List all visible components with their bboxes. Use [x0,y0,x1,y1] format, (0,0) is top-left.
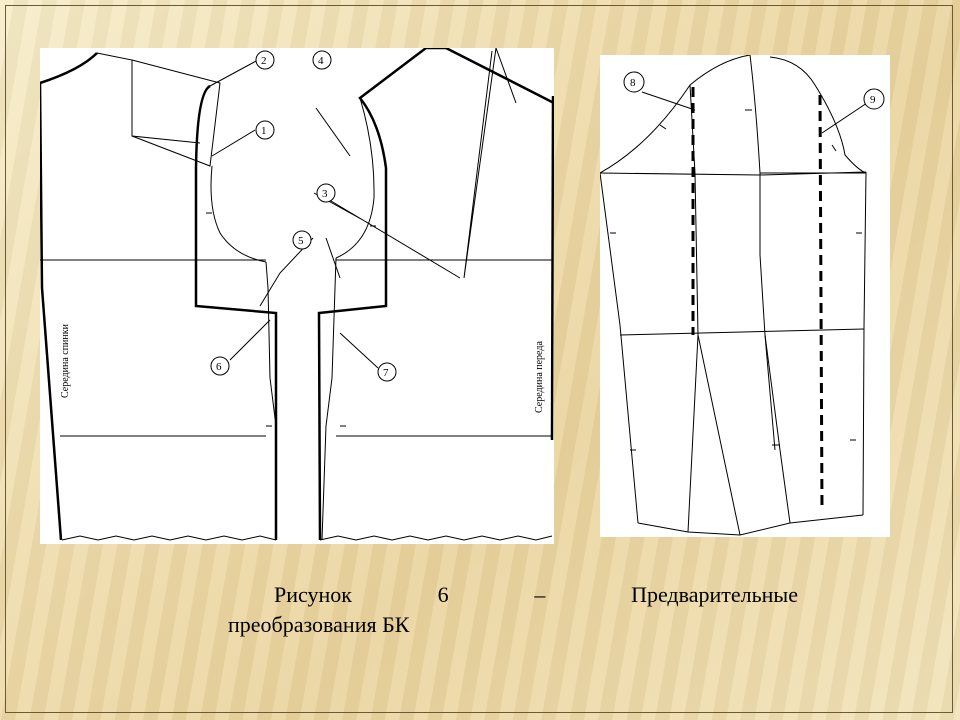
bodice-pattern-panel: Середина спинки Середина переда 1 2 3 4 … [40,48,554,544]
svg-text:1: 1 [261,125,267,137]
back-side-seam [265,261,277,427]
sleeve-pattern-panel: 8 9 [600,55,890,537]
label-back-center: Середина спинки [60,323,71,398]
sleeve-elbow-line [619,328,865,336]
svg-text:3: 3 [322,188,328,200]
caption-line-2: преобразования БК [228,612,410,637]
caption-dash: – [534,582,546,607]
callout-leaders [209,59,461,369]
caption-word-preliminary: Предварительные [631,582,798,607]
figure-caption: Рисунок 6 – Предварительные преобразован… [228,580,798,640]
callout-2: 2 [255,50,275,70]
svg-text:5: 5 [298,235,304,247]
back-dart [96,52,201,144]
callout-7: 7 [377,362,397,382]
sleeve-right-seam [862,171,867,516]
front-chest-dart [463,48,517,279]
sleeve-callout-leaders [641,91,871,134]
bodice-pattern-drawing: Середина спинки Середина переда 1 2 3 4 … [40,48,554,541]
callout-9: 9 [863,88,885,110]
sleeve-seam-d [764,334,776,451]
caption-number: 6 [437,582,449,607]
svg-text:9: 9 [870,94,876,106]
caption-word-figure: Рисунок [274,582,352,607]
svg-text:8: 8 [630,77,636,89]
back-armhole-curve [210,165,267,263]
notch-marks [206,212,376,427]
slide-frame [5,5,953,713]
sleeve-cap-right [760,56,867,174]
grain-line-right [818,94,824,511]
front-armhole-curve [335,97,375,259]
back-center-line [40,82,63,541]
sleeve-cap-left [600,55,761,174]
label-front-center: Середина переда [534,341,545,413]
front-center-line [550,95,554,441]
sleeve-seam-b [759,173,791,524]
svg-text:7: 7 [383,367,389,379]
back-neck-line [40,52,98,85]
front-armhole-side [317,48,554,541]
sleeve-left-seam [600,172,639,524]
caption-line-1: Рисунок 6 – Предварительные [228,580,798,610]
callout-5: 5 [292,230,312,250]
sleeve-notch-marks [610,109,862,451]
back-shoulder-piece [131,59,221,167]
sleeve-hem [637,514,864,536]
callout-4: 4 [312,50,332,70]
front-side-seam [321,257,337,541]
sleeve-bicep-line [600,171,867,176]
callout-8: 8 [623,71,645,93]
back-hem [61,535,277,541]
front-hem [319,535,553,541]
back-armhole-side [194,84,278,540]
sleeve-pattern-drawing: 8 9 [600,55,885,536]
svg-text:2: 2 [261,55,267,67]
callout-3: 3 [316,183,336,203]
callout-6: 6 [210,356,230,376]
svg-text:4: 4 [318,55,324,67]
sleeve-seam-c [697,334,741,536]
callout-1: 1 [255,120,275,140]
svg-text:6: 6 [216,361,222,373]
